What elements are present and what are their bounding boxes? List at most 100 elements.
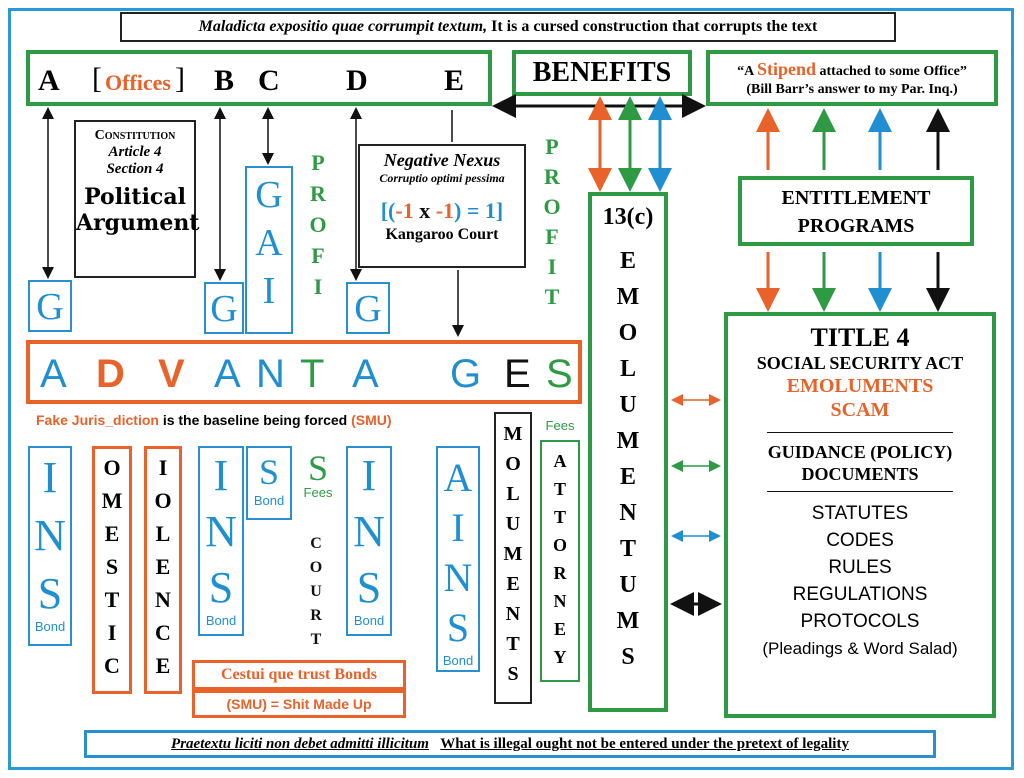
advantages-letter: D [96,352,125,396]
constitution-box: Constitution Article 4 Section 4 Politic… [74,120,199,278]
formula-times: x [413,198,436,223]
letter-c: C [258,64,280,97]
court-letter: R [310,607,322,624]
constitution-line1: Constitution [94,128,176,143]
court-letter: O [309,559,323,576]
letter-a: A [38,64,60,97]
ins-letter: N [34,511,66,560]
header-latin: Maladicta expositio quae corrumpit textu… [198,18,488,35]
stipend-quote: “A Stipend attached to some Office” [710,60,994,81]
cestui-box: Cestui que trust Bonds [192,660,406,690]
outer-frame [8,8,1014,770]
ins-letter: S [208,563,234,612]
bond-label: Bond [442,653,474,668]
omestic-letter: T [104,587,120,612]
emolumentums-letter: U [619,392,637,418]
stipend-open: “A [737,64,757,79]
moluments-letter: S [507,663,519,685]
title4-ssa: SOCIAL SECURITY ACT [756,353,964,373]
iolence-letter: C [155,620,171,645]
attorney-fees-label: Fees [545,418,575,433]
emolumentums-letter: E [619,248,636,274]
moluments-letter: T [506,633,520,655]
court-letter: C [310,535,322,552]
emolumentums-letter: M [616,608,640,634]
omestic-letter: O [103,455,121,480]
footer-english: What is illegal ought not be entered und… [440,736,849,752]
smu-definition-box: (SMU) = Shit Made Up [192,690,406,718]
title4-scam: SCAM [830,399,890,421]
attorney-letter: A [553,451,567,471]
moluments-letter: O [505,453,521,475]
profit-letter: O [543,194,561,219]
emolumentums-letter: L [619,356,636,382]
ins-letter: I [42,453,58,502]
gai-letter: A [255,222,283,264]
emolumentums-letter: S [621,644,635,670]
header-caption: Maladicta expositio quae corrumpit textu… [120,12,896,42]
iolence-letter: O [154,488,172,513]
emolumentums-letter: N [619,500,637,526]
ins-letter: N [205,507,237,556]
stipend-word: Stipend [756,59,817,79]
advantages-letter: A [40,352,67,396]
s-fees-stack: S Fees [298,450,338,499]
entitlement-box: ENTITLEMENT PROGRAMS [738,176,974,246]
constitution-line2: Article 4 [108,144,162,160]
gai-letter: G [255,174,283,216]
header-english: It is a cursed construction that corrupt… [487,18,818,35]
stipend-rest: attached to some Office” [816,64,967,79]
thirteen-c-label: 13(c) [602,204,654,230]
ains-letter: I [451,505,465,550]
attorney-box: A T T O R N E Y [540,440,580,682]
ains-letter: N [443,555,473,600]
g-box-left: G [28,280,72,332]
iolence-letter: N [155,587,171,612]
attorney-letter: E [553,619,566,639]
offices-letters-box: A [ Offices ] B C D E [26,50,492,106]
ains-letter: A [443,455,473,500]
stipend-attribution: (Bill Barr’s answer to my Par. Inq.) [746,82,958,97]
bond-label: Bond [205,613,237,628]
moluments-letter: E [506,573,520,595]
footer-latin: Praetextu liciti non debet admitti illic… [171,736,429,752]
letter-e: E [444,64,465,97]
title4-emoluments: EMOLUMENTS [786,375,934,397]
moluments-letter: U [505,513,521,535]
attorney-letter: Y [553,647,567,667]
profi-letter: O [309,212,327,237]
ins-letter: S [356,563,382,612]
attorney-letter: R [553,563,567,583]
profi-letter: P [311,150,325,175]
fake-jurisdiction-black: is the baseline being forced [158,412,352,428]
bracket-close: ] [175,62,185,95]
fees-label: Fees [303,485,333,500]
attorney-letter: T [553,507,566,527]
title4-item: REGULATIONS [792,584,928,605]
iolence-letter: I [158,455,168,480]
formula-open: [( [380,198,396,223]
s-bond-letter: S [258,452,280,492]
court-vertical: C O U R T [304,536,328,648]
advantages-letter: N [256,352,285,396]
advantages-letter: T [300,352,325,396]
advantages-box: A D V A N T A G E S [26,340,582,404]
omestic-letter: M [101,488,123,513]
moluments-box: M O L U M E N T S [494,412,532,704]
nexus-title: Negative Nexus [383,150,501,170]
offices-label: Offices [105,70,171,95]
omestic-letter: C [104,653,120,678]
ains-box: A I N S Bond [436,446,480,672]
fake-jurisdiction-smu: (SMU) [351,412,392,428]
profit-letter: I [547,254,557,279]
omestic-letter: S [105,554,119,579]
emolumentums-letter: O [618,320,638,346]
s-fees-letter: S [307,448,329,488]
advantages-letter: V [158,352,185,396]
ins-letter: S [37,569,63,618]
moluments-letter: M [503,423,523,445]
constitution-line3: Section 4 [106,161,164,177]
advantages-letter: G [450,352,482,396]
entitlement-line2: PROGRAMS [797,215,915,237]
emolumentums-letter: U [619,572,637,598]
